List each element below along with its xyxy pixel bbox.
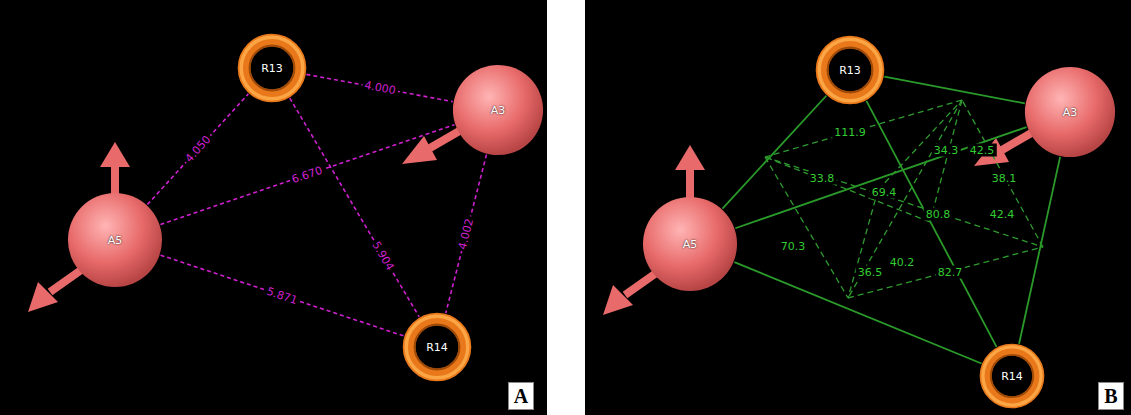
panel-background bbox=[585, 0, 1131, 415]
panel-letter: A bbox=[508, 382, 534, 410]
distance-line bbox=[147, 94, 248, 205]
angle-label: 42.5 bbox=[968, 144, 997, 157]
angle-label: 40.2 bbox=[888, 256, 917, 269]
distance-label: 4.050 bbox=[181, 132, 215, 167]
aromatic-ring-feature: R14 bbox=[402, 312, 472, 382]
angle-label: 38.1 bbox=[990, 172, 1019, 185]
panel-letter: B bbox=[1098, 382, 1124, 410]
angle-label: 69.4 bbox=[870, 186, 899, 199]
angle-label: 34.3 bbox=[932, 144, 961, 157]
angle-label: 82.7 bbox=[936, 266, 965, 279]
distance-label: 4.000 bbox=[361, 78, 398, 97]
acceptor-feature: A5 bbox=[642, 196, 738, 292]
distance-label: 5.871 bbox=[263, 284, 301, 308]
distance-line bbox=[160, 125, 454, 225]
feature-link bbox=[722, 96, 826, 209]
distance-label: 4.002 bbox=[455, 215, 476, 253]
feature-label: R14 bbox=[1001, 370, 1023, 383]
angle-label: 70.3 bbox=[779, 240, 808, 253]
feature-link bbox=[866, 101, 996, 347]
feature-link bbox=[884, 77, 1024, 104]
feature-link bbox=[734, 262, 981, 363]
acceptor-feature: A3 bbox=[1024, 66, 1116, 158]
acceptor-feature: A3 bbox=[452, 64, 544, 156]
feature-label: R13 bbox=[261, 62, 283, 75]
panel-background bbox=[0, 0, 547, 415]
angle-label: 42.4 bbox=[988, 208, 1017, 221]
angle-construction-lines bbox=[765, 100, 1043, 298]
distance-line bbox=[290, 98, 419, 317]
aromatic-ring-feature: R13 bbox=[237, 33, 307, 103]
feature-label: R14 bbox=[426, 341, 448, 354]
angle-label: 36.5 bbox=[856, 266, 885, 279]
feature-link bbox=[1019, 157, 1060, 344]
feature-label: R13 bbox=[839, 64, 861, 77]
acceptor-feature: A5 bbox=[67, 192, 163, 288]
angle-label: 33.8 bbox=[808, 172, 837, 185]
angle-label: 80.8 bbox=[924, 208, 953, 221]
feature-label: A3 bbox=[1063, 106, 1078, 119]
feature-label: A3 bbox=[491, 104, 506, 117]
distance-label: 6.670 bbox=[289, 163, 327, 187]
feature-label: A5 bbox=[108, 234, 123, 247]
feature-label: A5 bbox=[683, 238, 698, 251]
distance-line bbox=[161, 255, 404, 336]
distance-label: 5.904 bbox=[368, 237, 397, 274]
angle-label: 111.9 bbox=[832, 126, 868, 139]
distance-line bbox=[446, 155, 487, 314]
aromatic-ring-feature: R13 bbox=[815, 35, 885, 105]
aromatic-ring-feature: R14 bbox=[979, 343, 1045, 409]
feature-link bbox=[735, 127, 1026, 228]
distance-line bbox=[306, 74, 452, 101]
